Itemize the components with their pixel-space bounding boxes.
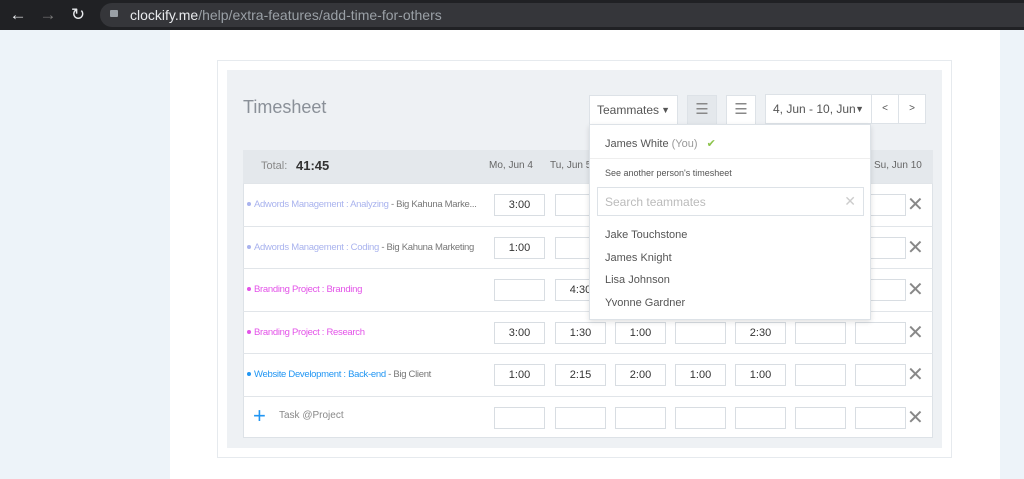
delete-row-icon[interactable]: ✕ bbox=[907, 194, 924, 216]
delete-row-icon[interactable]: ✕ bbox=[907, 407, 924, 429]
time-cell[interactable]: 3:00 bbox=[494, 194, 545, 216]
time-cell[interactable]: 1:00 bbox=[615, 322, 666, 344]
address-bar[interactable]: clockify.me/help/extra-features/add-time… bbox=[100, 3, 1024, 27]
url-host: clockify.me bbox=[130, 7, 199, 23]
task-project-picker[interactable]: Task @Project bbox=[279, 410, 344, 421]
teammates-menu: James White (You) ✔ See another person's… bbox=[589, 124, 871, 320]
project-dot-icon bbox=[247, 245, 251, 250]
delete-row-icon[interactable]: ✕ bbox=[907, 237, 924, 259]
project-name[interactable]: Adwords Management : Coding bbox=[254, 242, 379, 253]
time-cell[interactable] bbox=[555, 407, 606, 429]
teammates-label: Teammates bbox=[597, 103, 660, 117]
forward-icon[interactable]: → bbox=[39, 5, 57, 24]
caret-down-icon: ▼ bbox=[855, 104, 864, 114]
project-name[interactable]: Branding Project : Branding bbox=[254, 284, 363, 295]
clear-icon[interactable]: ✕ bbox=[844, 193, 856, 209]
time-cell[interactable] bbox=[855, 322, 906, 344]
time-cell[interactable]: 3:00 bbox=[494, 322, 545, 344]
total-value: 41:45 bbox=[296, 158, 330, 173]
date-range-picker[interactable]: 4, Jun - 10, Jun▼ bbox=[765, 94, 872, 124]
time-cell[interactable] bbox=[615, 407, 666, 429]
task-label: Branding Project : Branding bbox=[247, 284, 362, 295]
time-cell[interactable]: 1:00 bbox=[675, 364, 726, 386]
task-label: Branding Project : Research bbox=[247, 327, 365, 338]
time-cell[interactable]: 1:00 bbox=[494, 237, 545, 259]
teammate-item[interactable]: Jake Touchstone bbox=[605, 229, 688, 241]
compact-view-icon[interactable]: ☰ bbox=[687, 95, 717, 125]
divider bbox=[590, 158, 870, 159]
page-title: Timesheet bbox=[243, 97, 327, 117]
time-cell[interactable] bbox=[675, 407, 726, 429]
table-row: Website Development : Back-end - Big Cli… bbox=[243, 353, 933, 396]
client-name: - Big Client bbox=[385, 369, 432, 380]
delete-row-icon[interactable]: ✕ bbox=[907, 364, 924, 386]
time-cell[interactable] bbox=[795, 364, 846, 386]
project-dot-icon bbox=[247, 287, 251, 292]
prev-week-button[interactable]: < bbox=[871, 94, 899, 124]
time-cell[interactable] bbox=[855, 407, 906, 429]
time-cell[interactable] bbox=[675, 322, 726, 344]
plus-icon[interactable]: + bbox=[253, 403, 266, 428]
detailed-view-icon[interactable]: ☰ bbox=[726, 95, 756, 125]
task-label: Adwords Management : Coding - Big Kahuna… bbox=[247, 242, 474, 253]
delete-row-icon[interactable]: ✕ bbox=[907, 279, 924, 301]
current-user-name: James White bbox=[605, 138, 669, 150]
project-name[interactable]: Branding Project : Research bbox=[254, 327, 365, 338]
total-label: Total: bbox=[261, 160, 288, 172]
teammate-item[interactable]: Yvonne Gardner bbox=[605, 296, 686, 309]
day-header: Mo, Jun 4 bbox=[489, 160, 533, 171]
time-cell[interactable] bbox=[795, 322, 846, 344]
project-dot-icon bbox=[247, 202, 251, 207]
time-cell[interactable] bbox=[795, 407, 846, 429]
check-icon: ✔ bbox=[706, 138, 716, 150]
project-name[interactable]: Website Development : Back-end bbox=[254, 369, 386, 380]
caret-down-icon: ▼ bbox=[661, 105, 670, 115]
time-cell[interactable]: 1:00 bbox=[735, 364, 786, 386]
time-cell[interactable]: 1:30 bbox=[555, 322, 606, 344]
search-placeholder: Search teammates bbox=[605, 195, 706, 209]
url-path: /help/extra-features/add-time-for-others bbox=[198, 7, 442, 23]
time-cell[interactable] bbox=[494, 279, 545, 301]
time-cell[interactable]: 2:30 bbox=[735, 322, 786, 344]
time-cell[interactable] bbox=[735, 407, 786, 429]
new-row: + Task @Project ✕ bbox=[243, 396, 933, 437]
project-name[interactable]: Adwords Management : Analyzing bbox=[254, 199, 389, 210]
day-header: Tu, Jun 5 bbox=[550, 160, 592, 171]
day-header: Su, Jun 10 bbox=[874, 160, 922, 171]
task-label: Website Development : Back-end - Big Cli… bbox=[247, 369, 431, 380]
time-cell[interactable]: 2:15 bbox=[555, 364, 606, 386]
you-label: (You) bbox=[671, 138, 698, 150]
time-cell[interactable]: 2:00 bbox=[615, 364, 666, 386]
next-week-button[interactable]: > bbox=[898, 94, 926, 124]
client-name: - Big Kahuna Marke... bbox=[388, 199, 477, 210]
teammate-item[interactable]: Lisa Johnson bbox=[605, 274, 670, 286]
time-cell[interactable] bbox=[855, 364, 906, 386]
current-user-item[interactable]: James White (You) ✔ bbox=[605, 137, 716, 150]
table-row: Branding Project : Research 3:00 1:30 1:00 2… bbox=[243, 311, 933, 354]
browser-toolbar: ← → ↻ clockify.me/help/extra-features/ad… bbox=[0, 0, 1024, 30]
teammate-item[interactable]: James Knight bbox=[605, 251, 672, 264]
back-icon[interactable]: ← bbox=[9, 5, 27, 24]
time-cell[interactable] bbox=[494, 407, 545, 429]
reload-icon[interactable]: ↻ bbox=[70, 5, 86, 24]
delete-row-icon[interactable]: ✕ bbox=[907, 322, 924, 344]
lock-icon bbox=[110, 10, 118, 17]
date-range-label: 4, Jun - 10, Jun bbox=[773, 102, 856, 116]
section-label: See another person's timesheet bbox=[605, 168, 732, 178]
project-dot-icon bbox=[247, 372, 251, 377]
time-cell[interactable]: 1:00 bbox=[494, 364, 545, 386]
teammates-dropdown[interactable]: Teammates▼ bbox=[589, 95, 678, 125]
client-name: - Big Kahuna Marketing bbox=[378, 242, 475, 253]
task-label: Adwords Management : Analyzing - Big Kah… bbox=[247, 199, 477, 210]
project-dot-icon bbox=[247, 330, 251, 335]
search-teammates-input[interactable]: Search teammates ✕ bbox=[597, 187, 864, 216]
